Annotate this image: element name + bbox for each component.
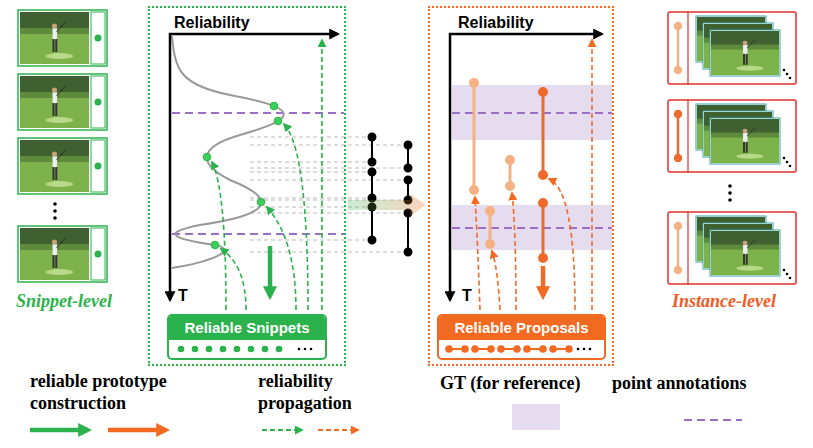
snippet-dot: [248, 346, 255, 353]
ellipsis-dot: [577, 348, 580, 351]
ellipsis-dot: [583, 348, 586, 351]
snippet-dot: [276, 346, 283, 353]
plot-panel: ReliabilityT Reliable Snippets: [148, 6, 346, 366]
legend-text: reliable prototype construction: [30, 370, 210, 414]
legend-samples: [30, 420, 742, 430]
member-row: [439, 340, 604, 358]
box-title: Reliable Snippets: [184, 319, 309, 336]
legend-swatch: [512, 404, 560, 430]
proposal-segment: [550, 346, 572, 352]
level-label: Instance-level: [672, 290, 776, 312]
instance-stacks: [668, 12, 796, 284]
reliable-set-box: Reliable Snippets: [167, 314, 327, 360]
legend-text: GT (for reference): [440, 372, 581, 394]
snippet-plot: [170, 34, 408, 310]
proposal-segment: [446, 346, 468, 352]
reliable-set-box: Reliable Proposals: [437, 314, 606, 360]
ellipsis-dot: [298, 348, 301, 351]
ellipsis-dot: [304, 348, 307, 351]
proposal-plot: [450, 34, 612, 310]
member-row: [169, 340, 325, 358]
axis-label: T: [178, 286, 188, 305]
legend-text: reliability propagation: [258, 370, 376, 414]
box-heading: Reliable Snippets: [169, 316, 325, 340]
proposal-segment: [498, 346, 520, 352]
box-heading: Reliable Proposals: [439, 316, 604, 340]
snippet-frames: [18, 10, 107, 282]
snippet-dot: [206, 346, 213, 353]
snippet-dot: [192, 346, 199, 353]
box-title: Reliable Proposals: [454, 319, 588, 336]
axis-title: Reliability: [458, 13, 534, 32]
proposal-dumbbells: [369, 134, 412, 256]
level-label: Snippet-level: [16, 290, 112, 312]
snippet-dot: [234, 346, 241, 353]
snippet-dot: [220, 346, 227, 353]
snippet-dot: [262, 346, 269, 353]
ellipsis-dot: [589, 348, 592, 351]
legend-text: point annotations: [612, 372, 747, 394]
axis-label: T: [462, 286, 472, 305]
axis-title: Reliability: [174, 13, 250, 32]
plot-panel: ReliabilityT Reliable Proposals: [428, 6, 614, 366]
ellipsis-dot: [310, 348, 313, 351]
snippet-dot: [178, 346, 185, 353]
transfer-arrow: [348, 194, 426, 216]
proposal-segment: [524, 346, 546, 352]
proposal-segment: [472, 346, 494, 352]
